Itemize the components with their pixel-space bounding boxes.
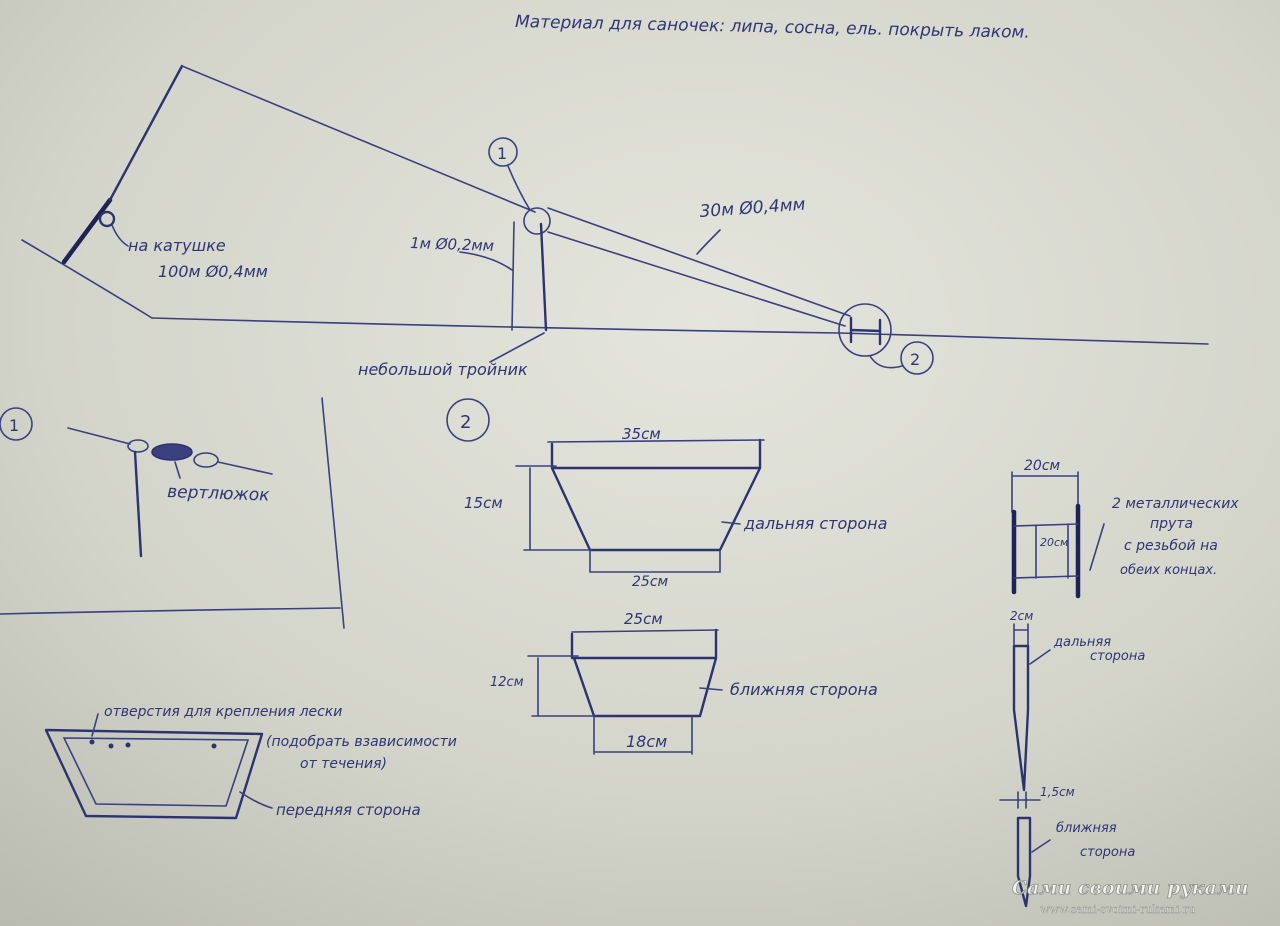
far-side-bottom-edge [589, 549, 721, 573]
swivel-label-leader [174, 461, 181, 479]
line-hole-1 [89, 739, 95, 745]
water-line [151, 317, 1209, 345]
detail-2-sledge: 2 35см 15см 25см дальняя сторона 25см 12… [44, 398, 1239, 908]
far-side-top-edge [547, 439, 765, 443]
near-profile-dim [999, 791, 1041, 809]
near-side-bottom-dim [593, 715, 693, 755]
far-side-label-leader [721, 521, 741, 525]
watermark-url: www.sami-svoimi-rukami.ru [1040, 903, 1195, 916]
near-profile-part [1016, 816, 1032, 908]
callout-1-circle [488, 137, 518, 167]
sledge-icon [849, 316, 882, 346]
rig-sketch: на катушке 100м Ø0,4мм 1 1м Ø0,2мм небол… [21, 64, 1209, 379]
hook-label-leader [489, 332, 545, 363]
far-side-height: 15см [464, 494, 503, 512]
holes-note-line2: от течения) [300, 756, 387, 772]
near-side-label-leader [699, 687, 723, 691]
front-side-label-leader [239, 791, 273, 809]
callout-1-number: 1 [497, 144, 507, 163]
near-profile-label-line1: ближняя [1056, 821, 1117, 836]
far-profile-part [1012, 644, 1030, 792]
near-profile-label-line2: сторона [1080, 845, 1135, 860]
reel-label-line2: 100м Ø0,4мм [158, 262, 268, 281]
detail-1-frame-right [321, 397, 345, 629]
leader-label-leader [459, 251, 513, 271]
near-side-top-width: 25см [624, 610, 663, 628]
river-bank [21, 239, 153, 319]
main-line-lower-b [547, 231, 846, 327]
near-side-label: ближняя сторона [730, 680, 878, 699]
main-line-lower-a [547, 207, 851, 317]
top-view-width: 20см [1024, 458, 1061, 474]
far-profile-leader [1029, 649, 1051, 665]
rods-label-line4: обеих концах. [1120, 563, 1217, 578]
front-side-outer [44, 728, 264, 820]
holes-label-leader [91, 713, 99, 737]
front-side-label: передняя сторона [276, 801, 421, 819]
reel-icon [98, 210, 116, 228]
near-side-top-edge [571, 629, 719, 633]
detail-1-swivel: 1 вертлюжок [0, 397, 345, 629]
near-profile-leader [1031, 839, 1051, 853]
swivel-body-icon [151, 443, 193, 461]
leader-dim-line [511, 221, 515, 331]
detail-2-number: 2 [460, 412, 471, 433]
near-side-part [570, 628, 718, 718]
rods-label-leader [1089, 523, 1105, 571]
watermark-title: Сами своими руками [1012, 877, 1249, 899]
top-view-body [1013, 523, 1079, 579]
rods-label-line2: прута [1150, 516, 1193, 532]
callout-2-number: 2 [910, 350, 920, 369]
swivel-ring-right [193, 452, 219, 468]
near-side-height-dim [527, 655, 597, 717]
swivel-drop-line [133, 450, 143, 558]
leader-label: 1м Ø0,2мм [410, 234, 494, 255]
leader-line [539, 222, 548, 332]
far-side-part [550, 438, 762, 552]
far-side-label: дальняя сторона [743, 514, 887, 533]
line-hole-3 [125, 742, 131, 748]
holes-note-line1: (подобрать взависимости [266, 734, 457, 750]
detail-1-number: 1 [9, 416, 19, 435]
far-side-height-dim [515, 465, 593, 551]
far-profile-thickness: 2см [1010, 609, 1033, 623]
reel-label-line1: на катушке [128, 236, 226, 255]
far-profile-label-line2: сторона [1090, 649, 1145, 664]
swivel-line-out [217, 461, 273, 475]
main-line-upper [181, 65, 536, 213]
far-profile-dim [1013, 623, 1029, 647]
far-side-bottom-width: 25см [632, 574, 669, 590]
callout-1-leader [507, 165, 531, 211]
swivel-ring-left [127, 439, 149, 453]
near-side-height: 12см [490, 675, 524, 690]
main-line-label-leader [696, 229, 721, 255]
swivel-line-in [67, 427, 131, 445]
detail-1-frame-bottom [0, 607, 341, 615]
rods-label-line1: 2 металлических [1112, 496, 1239, 512]
sledge-point [838, 303, 892, 357]
rods-label-line3: с резьбой на [1124, 538, 1218, 554]
line-hole-4 [211, 743, 217, 749]
reel-label-leader [111, 224, 129, 247]
near-side-bottom-width: 18см [626, 732, 667, 751]
top-view-inner: 20см [1040, 536, 1068, 549]
line-hole-2 [108, 743, 114, 749]
detail-1-circle [0, 407, 33, 441]
front-side-inner [62, 737, 250, 807]
swivel-label: вертлюжок [167, 482, 271, 506]
near-profile-thickness: 1,5см [1040, 785, 1075, 799]
holes-label: отверстия для крепления лески [104, 704, 342, 720]
detail-2-circle [446, 398, 490, 442]
swivel-point [523, 207, 551, 235]
hook-label: небольшой тройник [358, 360, 528, 379]
fishing-rod [61, 197, 113, 265]
callout-2-leader [869, 355, 903, 369]
fishing-rod-tip [108, 64, 184, 202]
far-side-top-width: 35см [622, 425, 661, 443]
callout-2-circle [900, 341, 934, 375]
far-profile-label-line1: дальняя [1053, 635, 1111, 650]
